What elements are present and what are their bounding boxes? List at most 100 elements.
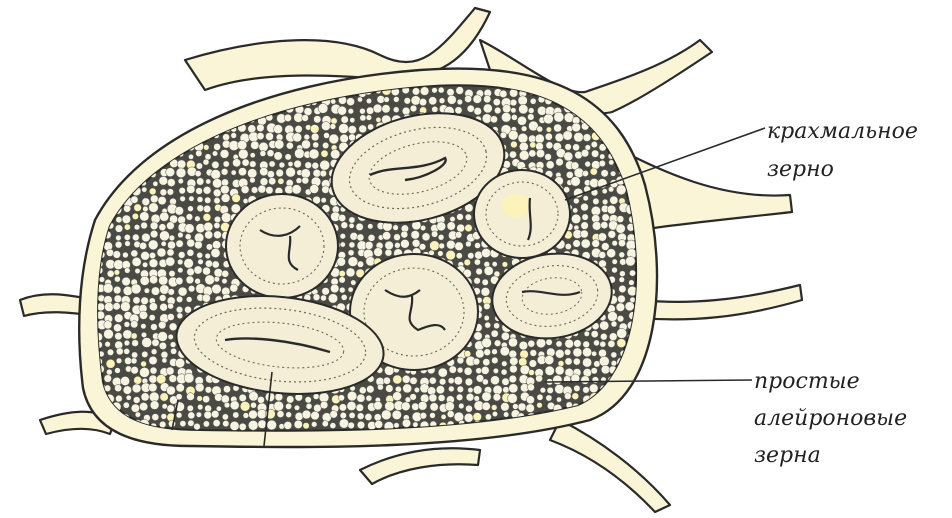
aleurone-granule xyxy=(382,232,390,240)
aleurone-granule xyxy=(171,89,177,95)
aleurone-granule xyxy=(473,95,482,104)
aleurone-granule xyxy=(202,294,210,302)
aleurone-granule xyxy=(537,394,543,400)
aleurone-granule xyxy=(536,149,544,157)
aleurone-granule xyxy=(293,133,302,142)
aleurone-granule xyxy=(339,404,346,411)
aleurone-granule xyxy=(627,394,635,402)
aleurone-granule xyxy=(320,401,328,409)
aleurone-granule xyxy=(341,222,348,229)
aleurone-granule xyxy=(150,367,157,374)
aleurone-granule xyxy=(608,187,613,192)
aleurone-granule xyxy=(545,355,554,364)
aleurone-granule xyxy=(121,302,131,312)
aleurone-granule xyxy=(468,387,473,392)
aleurone-granule xyxy=(350,232,358,240)
aleurone-granule xyxy=(393,97,399,103)
aleurone-granule xyxy=(356,223,363,230)
aleurone-granule xyxy=(276,169,284,177)
aleurone-granule xyxy=(122,277,131,286)
aleurone-granule xyxy=(546,339,552,345)
aleurone-granule xyxy=(122,144,129,151)
aleurone-granule xyxy=(340,134,349,143)
aleurone-granule xyxy=(530,98,536,104)
aleurone-granule xyxy=(339,287,345,293)
aleurone-granule xyxy=(159,176,168,185)
aleurone-granule xyxy=(115,241,122,248)
aleurone-granule xyxy=(267,150,274,157)
aleurone-granule xyxy=(178,117,186,125)
aleurone-granule xyxy=(339,277,345,283)
aleurone-granule xyxy=(494,107,501,114)
aleurone-granule xyxy=(151,91,157,97)
aleurone-granule xyxy=(616,303,625,312)
aleurone-granule xyxy=(194,266,202,274)
aleurone-granule xyxy=(510,357,518,365)
aleurone-granule xyxy=(211,170,221,180)
aleurone-granule xyxy=(169,96,176,103)
aleurone-granule xyxy=(374,401,383,410)
aleurone-granule xyxy=(519,151,529,161)
aleurone-granule xyxy=(260,178,268,186)
aleurone-granule xyxy=(141,133,147,139)
aleurone-granule xyxy=(494,323,500,329)
aleurone-granule xyxy=(111,132,121,142)
aleurone-granule xyxy=(153,181,158,186)
aleurone-granule xyxy=(609,160,614,165)
aleurone-granule xyxy=(500,90,507,97)
aleurone-granule xyxy=(130,88,138,96)
aleurone-granule xyxy=(601,243,609,251)
aleurone-granule xyxy=(213,106,220,113)
aleurone-granule xyxy=(537,106,546,115)
aleurone-granule xyxy=(438,395,445,402)
starch-grain-right-upper xyxy=(474,170,570,258)
aleurone-granule xyxy=(509,384,518,393)
aleurone-granule xyxy=(492,411,497,416)
aleurone-granule xyxy=(482,279,488,285)
aleurone-granule xyxy=(583,348,592,357)
aleurone-granule xyxy=(430,403,438,411)
aleurone-granule xyxy=(141,324,146,329)
aleurone-granule xyxy=(564,349,570,355)
aleurone-granule xyxy=(357,421,365,429)
aleurone-granule xyxy=(411,231,420,240)
aleurone-granule xyxy=(401,239,410,248)
aleurone-granule xyxy=(593,198,599,204)
aleurone-granule xyxy=(151,324,158,331)
aleurone-granule xyxy=(574,340,582,348)
aleurone-granule xyxy=(465,378,473,386)
aleurone-granule xyxy=(186,297,192,303)
aleurone-granule xyxy=(385,241,394,250)
aleurone-granule xyxy=(572,123,581,132)
aleurone-granule xyxy=(573,198,579,204)
aleurone-granule xyxy=(149,392,159,402)
aleurone-granule xyxy=(161,241,166,246)
aleurone-granule xyxy=(414,387,419,392)
aleurone-granule xyxy=(493,99,500,106)
aleurone-granule xyxy=(205,197,211,203)
aleurone-granule xyxy=(115,107,123,115)
aleurone-granule xyxy=(303,423,309,429)
aleurone-granule xyxy=(617,315,624,322)
aleurone-granule xyxy=(157,248,166,257)
aleurone-granule xyxy=(610,171,615,176)
aleurone-granule xyxy=(347,391,357,401)
aleurone-granule xyxy=(134,204,142,212)
aleurone-granule xyxy=(141,251,150,260)
aleurone-granule xyxy=(351,280,356,285)
aleurone-granule xyxy=(178,232,184,238)
aleurone-granule xyxy=(619,285,626,292)
aleurone-granule xyxy=(105,341,111,347)
aleurone-granule xyxy=(600,154,605,159)
aleurone-granule xyxy=(439,378,446,385)
aleurone-granule xyxy=(536,338,545,347)
aleurone-granule xyxy=(166,386,175,395)
aleurone-granule xyxy=(104,375,112,383)
aleurone-granule xyxy=(104,117,111,124)
aleurone-granule xyxy=(555,384,564,393)
aleurone-granule xyxy=(167,222,175,230)
aleurone-granule xyxy=(124,322,130,328)
aleurone-granule xyxy=(537,402,543,408)
aleurone-granule xyxy=(616,185,626,195)
